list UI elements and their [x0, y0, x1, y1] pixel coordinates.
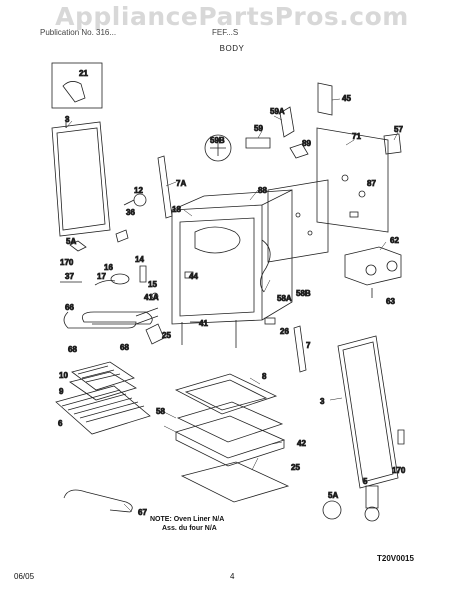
label-25-small: 25 — [162, 331, 171, 340]
back-panel — [316, 127, 389, 233]
oven-rack — [55, 385, 151, 435]
label-58B: 58B — [296, 289, 311, 298]
part-59 — [245, 137, 271, 149]
label-7: 7 — [306, 341, 311, 350]
label-12: 12 — [134, 186, 143, 195]
part-25-bracket — [145, 323, 165, 345]
label-62: 62 — [390, 236, 399, 245]
label-59: 59 — [254, 124, 263, 133]
label-63: 63 — [386, 297, 395, 306]
label-87: 87 — [367, 179, 376, 188]
part-57 — [383, 133, 402, 155]
label-17: 17 — [97, 272, 106, 281]
label-37: 37 — [65, 272, 74, 281]
label-68-right: 68 — [120, 343, 129, 352]
label-58A: 58A — [277, 294, 292, 303]
part-16 — [110, 273, 130, 285]
label-5: 5 — [363, 477, 368, 486]
bake-element — [63, 311, 153, 329]
part-5 — [365, 485, 379, 509]
part-26 — [264, 317, 276, 325]
label-66: 66 — [65, 303, 74, 312]
part-7A — [157, 155, 173, 219]
part-25-bottom — [180, 461, 290, 503]
section-title: BODY — [219, 44, 245, 53]
label-3-right: 3 — [320, 397, 325, 406]
label-9: 9 — [59, 387, 64, 396]
label-18: 18 — [172, 205, 181, 214]
part-21-bracket — [62, 81, 86, 103]
part-41A — [151, 292, 159, 300]
label-41: 41 — [199, 319, 208, 328]
part-44 — [184, 271, 194, 279]
part-21-box — [51, 62, 103, 109]
label-68-left: 68 — [68, 345, 77, 354]
label-14: 14 — [135, 255, 144, 264]
label-45: 45 — [342, 94, 351, 103]
label-57: 57 — [394, 125, 403, 134]
oven-body-side — [261, 189, 293, 321]
footer-date: 06/05 — [14, 572, 35, 581]
part-5A-left — [69, 240, 87, 252]
label-26: 26 — [280, 327, 289, 336]
label-36: 36 — [126, 208, 135, 217]
label-25-bottom: 25 — [291, 463, 300, 472]
part-42 — [174, 415, 286, 459]
label-6: 6 — [58, 419, 63, 428]
label-15: 15 — [148, 280, 157, 289]
part-45 — [317, 82, 333, 116]
label-59A: 59A — [270, 107, 285, 116]
label-41A: 41A — [144, 293, 159, 302]
label-8: 8 — [262, 372, 267, 381]
note-line-1: NOTE: Oven Liner N/A — [150, 516, 225, 523]
label-10: 10 — [59, 371, 68, 380]
diagram-code: T20V0015 — [377, 554, 414, 563]
part-5A-right — [322, 500, 342, 520]
label-170-left: 170 — [60, 258, 74, 267]
model-number: FEF...S — [212, 28, 239, 37]
watermark: AppliancePartsPros.com — [55, 2, 409, 31]
part-58 — [176, 401, 284, 443]
label-42: 42 — [297, 439, 306, 448]
label-88: 88 — [258, 186, 267, 195]
label-5A-right: 5A — [328, 491, 338, 500]
part-89 — [289, 143, 309, 159]
rear-panel — [267, 179, 329, 263]
broil-pan-insert — [71, 361, 135, 391]
part-59A — [279, 106, 295, 138]
oven-liner-note: NOTE: Oven Liner N/A Ass. du four N/A — [150, 515, 224, 533]
door-glass-left — [51, 121, 111, 237]
footer-page-number: 4 — [230, 572, 235, 581]
label-71: 71 — [352, 132, 361, 141]
part-14 — [139, 265, 147, 283]
label-67: 67 — [138, 508, 147, 517]
label-58: 58 — [156, 407, 165, 416]
label-44: 44 — [189, 272, 198, 281]
part-7 — [293, 325, 307, 373]
note-line-2: Ass. du four N/A — [162, 525, 217, 532]
part-170-right — [397, 429, 405, 445]
publication-number: Publication No. 316... — [40, 28, 117, 37]
label-21: 21 — [79, 69, 88, 78]
oven-body-front — [171, 204, 263, 325]
broil-pan — [69, 371, 137, 401]
door-inner-panel — [174, 373, 278, 415]
part-59B — [204, 134, 232, 162]
label-7A: 7A — [176, 179, 186, 188]
part-12 — [133, 193, 147, 207]
label-16: 16 — [104, 263, 113, 272]
side-panel-right — [337, 335, 399, 489]
label-59B: 59B — [210, 136, 225, 145]
label-89: 89 — [302, 139, 311, 148]
label-170-right: 170 — [392, 466, 406, 475]
part-62 — [344, 246, 402, 286]
broil-element — [63, 489, 133, 513]
label-5A-left: 5A — [66, 237, 76, 246]
label-3-left: 3 — [65, 115, 70, 124]
